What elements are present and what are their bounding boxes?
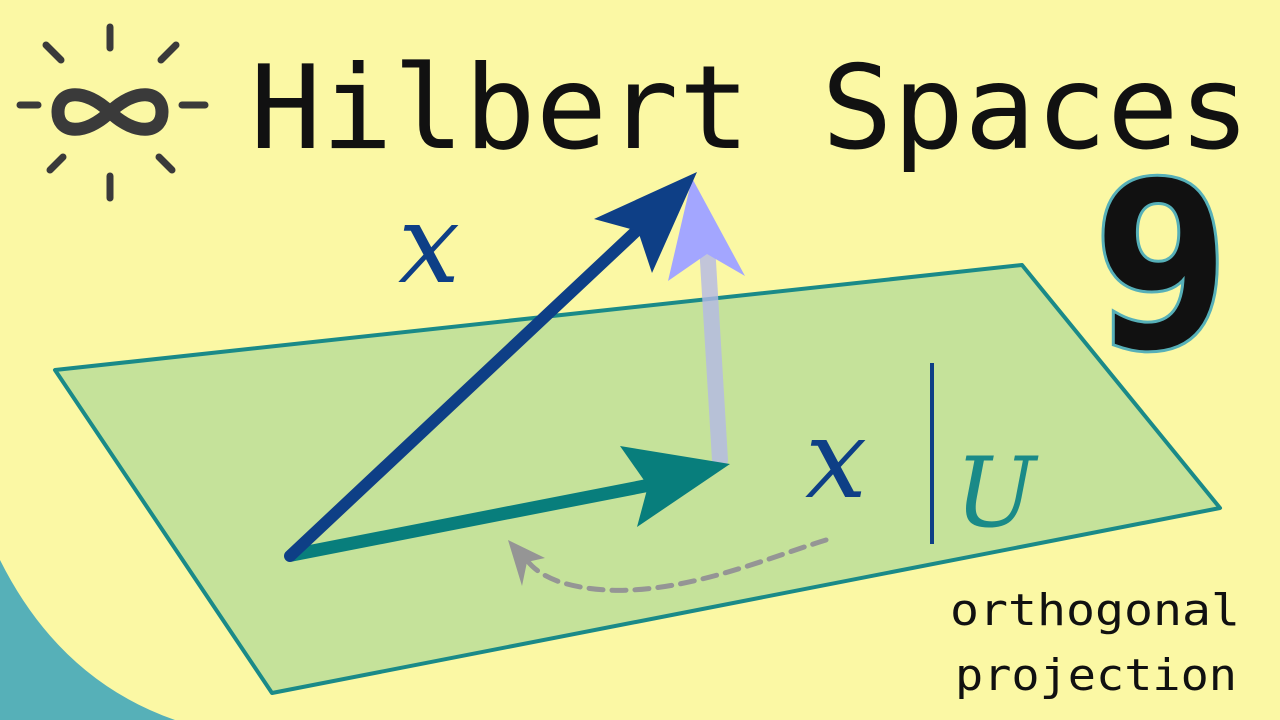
projection-hint-dashed-arrow — [519, 537, 829, 593]
episode-number: 9 — [1092, 134, 1230, 401]
projection-x-label: x — [805, 395, 867, 523]
caption-line-2: projection — [955, 650, 1237, 701]
infinity-sun-icon — [16, 23, 209, 202]
orthogonal-component-arrow — [699, 237, 728, 468]
projection-arrowhead — [620, 446, 730, 527]
hint-arrowhead — [508, 540, 545, 586]
orthogonal-arrowhead — [668, 178, 745, 281]
corner-accent — [0, 560, 175, 720]
vector-x-arrowhead — [594, 172, 697, 273]
vector-x-arrow — [284, 214, 654, 562]
subspace-u-label: U — [955, 437, 1039, 549]
vector-x-label: x — [398, 180, 460, 308]
projection-vector-arrow — [285, 476, 667, 562]
subspace-plane — [53, 263, 1222, 695]
page-title: Hilbert Spaces — [250, 41, 1250, 176]
caption-line-1: orthogonal — [950, 585, 1240, 636]
